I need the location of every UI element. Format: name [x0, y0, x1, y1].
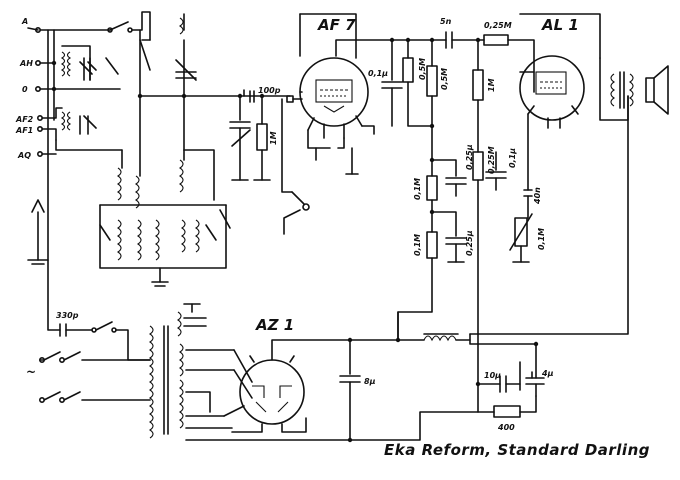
label-01u-mid: 0,1µ — [508, 148, 517, 168]
resistor-025m-top — [483, 34, 509, 46]
label-01m-b: 0,1M — [413, 234, 422, 256]
label-025m-mid: 0,25M — [487, 146, 496, 174]
resistor-1m-grid — [256, 123, 268, 151]
power-supply: 330p ~ AZ 1 — [26, 303, 554, 441]
label-05m-b: 0,5M — [440, 68, 449, 90]
af7-envelope — [299, 57, 369, 127]
resistor-05m-a — [402, 57, 414, 83]
junction-dots — [51, 37, 539, 443]
label-01m-a: 0,1M — [413, 178, 422, 200]
terminal-label-ah: AH — [19, 59, 33, 68]
label-5n: 5n — [440, 17, 452, 26]
resistor-05m-b — [426, 65, 438, 97]
terminal-label-zero: 0 — [22, 85, 28, 94]
mains-symbol: ~ — [26, 365, 36, 379]
terminal-label-aq: AQ — [17, 151, 31, 160]
af7-tube: AF 7 0,1µ 0,5M 0,5M — [299, 13, 449, 175]
al1-label: AL 1 — [541, 16, 579, 34]
label-400: 400 — [497, 423, 515, 432]
label-025u-b: 0,25µ — [465, 230, 474, 256]
label-01m-pot: 0,1M — [537, 228, 546, 250]
resistor-1m-al1 — [472, 69, 484, 101]
label-025u-a: 0,25µ — [465, 144, 474, 170]
terminal-label-a: A — [21, 17, 28, 26]
resistor-025m-mid — [472, 151, 484, 181]
al1-envelope — [519, 55, 585, 121]
al1-tube: AL 1 40n 0,1M — [469, 13, 669, 335]
label-100p: 100p — [258, 86, 281, 95]
terminal-label-af1: AF1 — [15, 126, 33, 135]
resistor-400 — [493, 405, 521, 418]
label-10u: 10µ — [484, 371, 501, 380]
label-40n: 40n — [533, 187, 542, 205]
tuning-section: 100p 1M — [229, 86, 310, 235]
resistor-01m-a — [426, 175, 438, 201]
label-01u-af7: 0,1µ — [368, 69, 388, 78]
terminal-label-af2: AF2 — [15, 115, 34, 124]
schematic-caption: Eka Reform, Standard Darling — [384, 441, 650, 459]
coupling-section: 5n 0,25M 1M 0,25M 0,1M 0,25µ 0,1µ 0,1M 0… — [397, 17, 535, 385]
resistor-01m-b — [426, 231, 438, 259]
af7-label: AF 7 — [317, 16, 356, 34]
label-330p: 330p — [56, 311, 79, 320]
speaker-cone — [653, 65, 669, 115]
label-05m-a: 0,5M — [418, 58, 427, 80]
az1-envelope — [239, 359, 305, 425]
label-1m-al1: 1M — [487, 78, 496, 92]
label-8u: 8µ — [364, 377, 376, 386]
label-1m-grid: 1M — [269, 131, 278, 145]
antenna-input-section: A AH 0 AF2 AF1 AQ — [15, 11, 151, 331]
label-025m-top: 0,25M — [484, 21, 512, 30]
label-4u: 4µ — [541, 369, 554, 378]
az1-label: AZ 1 — [255, 316, 294, 334]
speaker-magnet — [645, 77, 655, 103]
